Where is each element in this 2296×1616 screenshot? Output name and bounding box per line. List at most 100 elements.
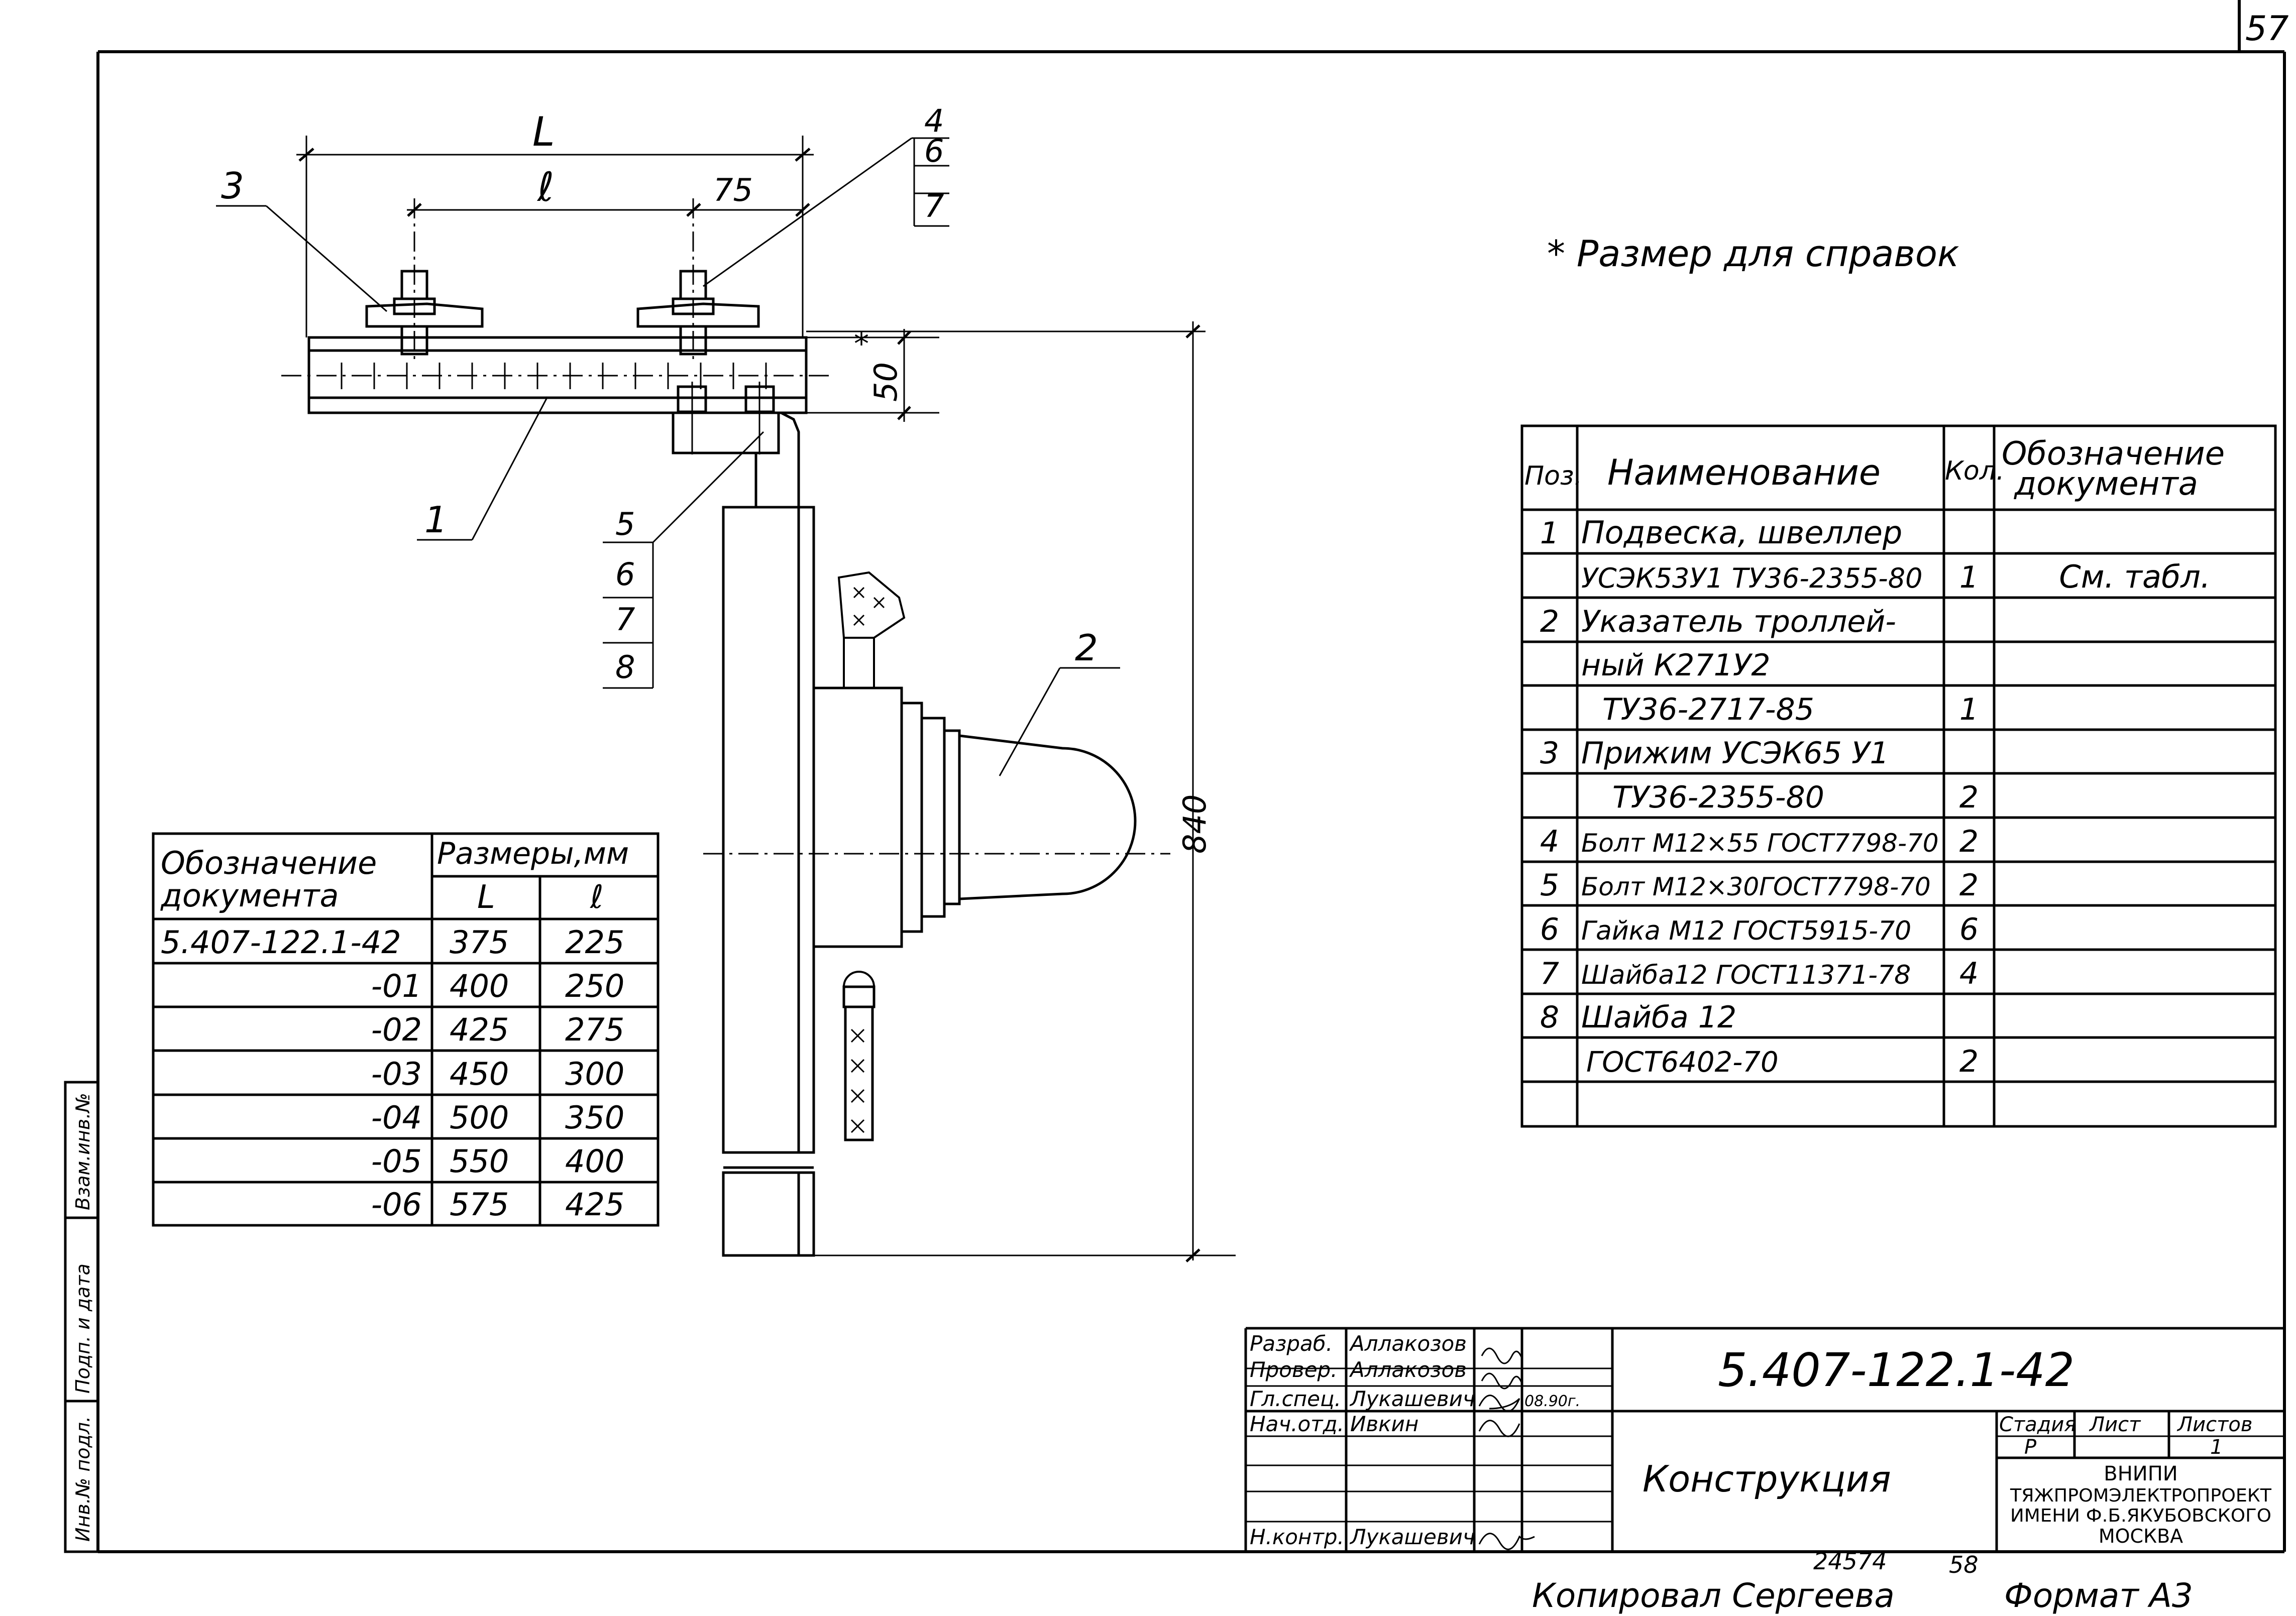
spec-row-qty: 4 [1959, 956, 1979, 991]
copied-by: Копировал Сергеева [1532, 1576, 1895, 1615]
sizes-header-doc-2: документа [160, 877, 339, 914]
org-line-4: МОСКВА [2099, 1525, 2183, 1547]
clamp-right [636, 302, 760, 328]
sizes-row-l: 275 [565, 1011, 624, 1048]
spec-row-pos: 5 [1540, 868, 1559, 903]
sizes-row-doc: -02 [371, 1011, 422, 1048]
side-stamp [64, 1081, 99, 1553]
spec-row-qty: 2 [1959, 824, 1979, 859]
assembly-drawing [281, 198, 1170, 1257]
role-label: Гл.спец. [1250, 1387, 1341, 1411]
spec-header-doc: Обозначение [2002, 435, 2225, 473]
spec-row-name: Указатель троллей- [1581, 604, 1896, 639]
callout-2: 2 [1075, 627, 1098, 669]
sizes-row-L: 450 [450, 1056, 509, 1092]
spec-table [1520, 424, 2277, 1128]
sizes-row-l: 300 [565, 1056, 624, 1092]
spec-row-pos: 1 [1540, 516, 1559, 551]
role-name: Лукашевич [1349, 1525, 1475, 1549]
role-label: Разраб. [1250, 1331, 1333, 1356]
spec-table-rows: 1 Подвеска, швеллер УСЭК53У1 ТУ36-2355-8… [1540, 514, 2211, 1079]
dim-50: 50 [867, 362, 904, 402]
spec-row-name: Подвеска, швеллер [1581, 514, 1902, 551]
spec-row-qty: 6 [1959, 912, 1979, 947]
spec-row-name: Гайка М12 ГОСТ5915-70 [1581, 916, 1911, 946]
spec-row-pos: 2 [1540, 604, 1559, 639]
spec-row-name: ный К271У2 [1581, 648, 1771, 683]
stage-label: Стадия [1999, 1413, 2076, 1436]
signature-marks [1478, 1347, 1535, 1550]
sizes-sub-l: ℓ [590, 879, 603, 916]
role-name: Аллакозов [1349, 1357, 1467, 1382]
dim-75: 75 [713, 172, 753, 208]
clamp-left [365, 302, 484, 328]
sizes-row-L: 400 [450, 968, 509, 1004]
sizes-header-doc: Обозначение [161, 845, 377, 881]
indicator-base [812, 686, 903, 948]
sizes-row-l: 225 [565, 924, 624, 961]
callout-leaders [216, 137, 1120, 776]
drawing-title: Конструкция [1643, 1458, 1891, 1500]
role-label: Н.контр. [1250, 1525, 1344, 1549]
spec-row-name: Шайба12 ГОСТ11371-78 [1581, 960, 1911, 990]
stage-value: Р [2024, 1436, 2037, 1459]
side-stamp-replace: Взам.инв.№ [72, 1093, 94, 1210]
role-name: Аллакозов [1349, 1331, 1467, 1356]
callout-5-8: 8 [615, 649, 635, 685]
cable-upper [837, 571, 906, 639]
org-line-1: ВНИПИ [2104, 1462, 2177, 1485]
callout-1: 1 [424, 499, 448, 541]
sizes-row-L: 550 [450, 1143, 509, 1180]
vertical-post [722, 506, 815, 1154]
sizes-row-L: 375 [450, 924, 509, 961]
sizes-row-doc: -05 [371, 1143, 422, 1180]
sizes-row-L: 575 [450, 1186, 509, 1223]
sheet-label: Лист [2089, 1413, 2141, 1436]
sizes-row-doc: -01 [371, 968, 422, 1004]
spec-row-qty: 2 [1959, 1044, 1979, 1079]
sizes-row-l: 400 [565, 1143, 624, 1180]
role-label: Нач.отд. [1250, 1412, 1344, 1436]
spec-row-doc: См. табл. [2059, 558, 2210, 595]
org-line-3: ИМЕНИ Ф.Б.ЯКУБОВСКОГО [2010, 1506, 2271, 1526]
archive-sheet: 58 [1949, 1551, 1979, 1578]
spec-row-name: ТУ36-2355-80 [1612, 780, 1824, 815]
cable-gland [842, 985, 876, 1008]
sizes-row-l: 250 [565, 968, 624, 1004]
spec-row-pos: 7 [1540, 956, 1559, 991]
role-label: Провер. [1250, 1357, 1338, 1382]
bracket-plate [672, 411, 780, 454]
spec-header-pos: Поз. [1524, 461, 1582, 491]
spec-header-qty: Кол. [1945, 456, 2005, 486]
side-stamp-inv: Инв.№ подл. [72, 1416, 94, 1542]
sizes-table [152, 832, 660, 1227]
reference-note: * Размер для справок [1547, 233, 1959, 275]
sizes-row-doc: -03 [371, 1056, 422, 1092]
spec-row-qty: 1 [1959, 692, 1979, 727]
sizes-row-doc: -04 [371, 1099, 422, 1136]
dim-L: L [532, 108, 555, 155]
sizes-row-doc: -06 [371, 1186, 422, 1223]
spec-row-qty: 2 [1959, 780, 1979, 815]
sizes-row-L: 425 [450, 1011, 509, 1048]
spec-row-name: Болт М12×30ГОСТ7798-70 [1581, 872, 1931, 901]
sizes-table-rows: 5.407-122.1-42 375 225 -01 400 250 -02 4… [161, 924, 624, 1223]
spec-row-pos: 4 [1540, 824, 1559, 859]
role-name: Лукашевич [1349, 1387, 1475, 1411]
title-block-roles: Разраб. Аллакозов Провер. Аллакозов Гл.с… [1250, 1331, 1580, 1549]
sizes-row-l: 425 [565, 1186, 624, 1223]
spec-row-qty: 1 [1959, 560, 1979, 595]
spec-row-pos: 8 [1540, 1000, 1559, 1035]
spec-row-name: УСЭК53У1 ТУ36-2355-80 [1581, 562, 1923, 594]
sizes-sub-L: L [477, 879, 495, 916]
spec-row-pos: 6 [1540, 912, 1559, 947]
spec-row-name: Шайба 12 [1581, 1000, 1736, 1035]
sheet-number: 57 [2245, 9, 2289, 49]
sizes-header-sizes: Размеры,мм [437, 836, 629, 871]
role-date: 08.90г. [1524, 1393, 1580, 1410]
callout-5-6: 6 [615, 556, 635, 593]
callout-4-6: 6 [924, 133, 944, 169]
callout-5: 5 [615, 506, 635, 542]
dimensions [296, 136, 1236, 1262]
